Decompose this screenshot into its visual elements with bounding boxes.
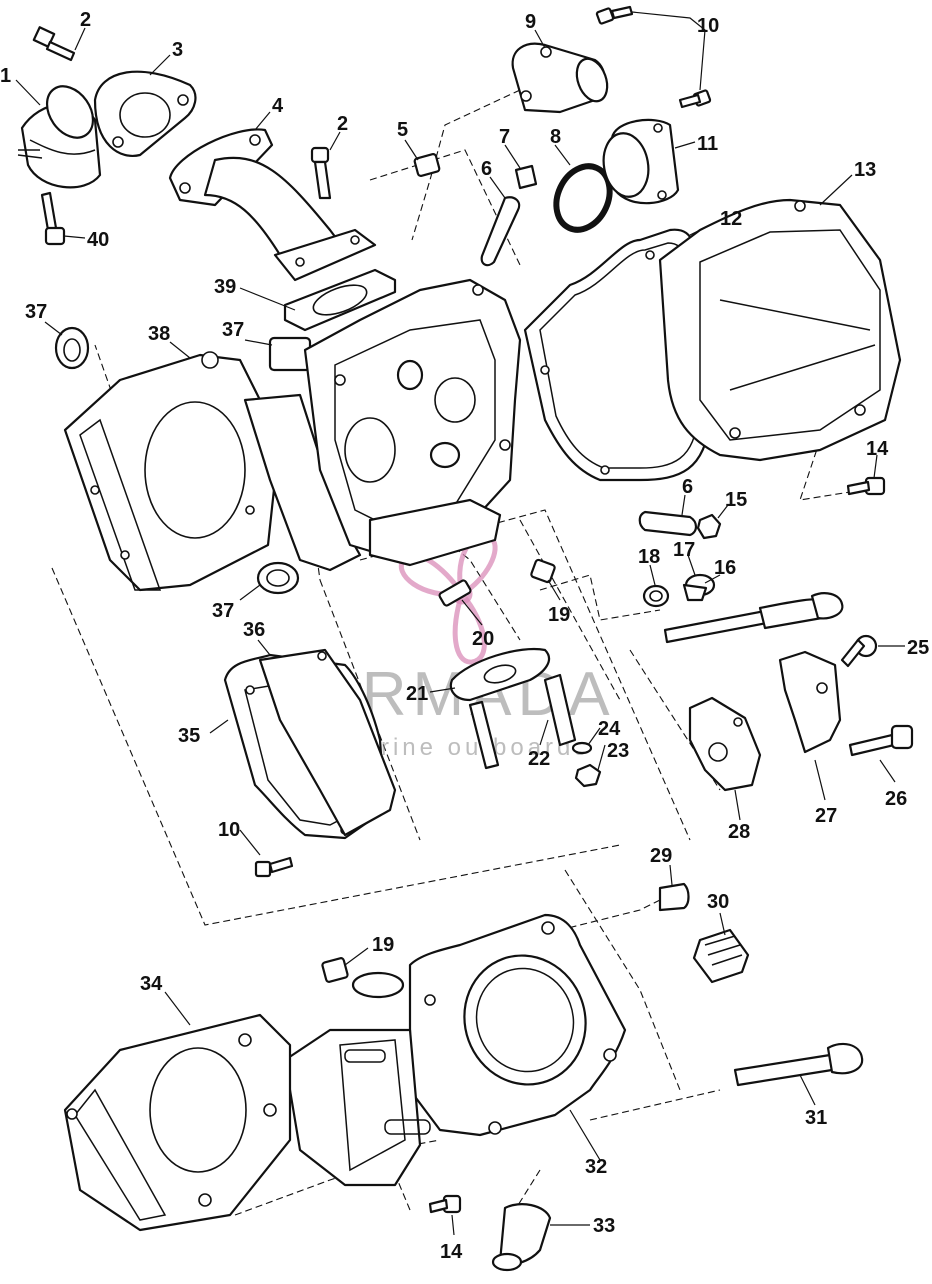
callout-39: 39 xyxy=(214,276,236,298)
callout-6-upper: 6 xyxy=(481,158,492,180)
callout-5: 5 xyxy=(397,119,408,141)
callout-27: 27 xyxy=(815,805,837,827)
part-33-elbow xyxy=(491,1203,552,1272)
leader-lines xyxy=(15,11,905,1236)
part-31-head-bolt xyxy=(733,1042,864,1087)
part-37-seal-a xyxy=(54,326,90,370)
callout-9: 9 xyxy=(525,11,536,33)
callout-18: 18 xyxy=(638,546,660,568)
part-30-fitting xyxy=(692,928,750,984)
callout-24: 24 xyxy=(598,718,621,740)
part-2-bolt-manifold xyxy=(310,146,332,200)
part-34-base-gasket xyxy=(63,1013,292,1232)
callout-37-mid: 37 xyxy=(222,319,244,341)
callout-10-lower: 10 xyxy=(218,819,240,841)
part-6-pin-upper xyxy=(480,196,521,267)
callout-31: 31 xyxy=(805,1107,827,1129)
part-17-plug xyxy=(682,573,716,602)
part-14-bolt-cover xyxy=(846,476,886,496)
callout-15: 15 xyxy=(725,489,747,511)
part-6-pin-lower xyxy=(638,510,698,537)
part-1-intake-boot-clamp xyxy=(17,85,102,189)
part-18-washer xyxy=(642,584,670,608)
callout-labels: 1 2 2 3 4 5 6 6 7 8 9 10 10 11 12 13 14 … xyxy=(0,9,929,1263)
part-38-head-gasket xyxy=(63,351,277,592)
part-10-bolt-lower xyxy=(254,856,294,878)
callout-32: 32 xyxy=(585,1156,607,1178)
part-40-bolt xyxy=(40,191,66,246)
callout-12: 12 xyxy=(720,208,742,230)
part-22-stud-b xyxy=(543,673,577,747)
callout-16: 16 xyxy=(714,557,736,579)
part-10-bolt-top xyxy=(595,5,634,25)
callout-2-manifold: 2 xyxy=(337,113,348,135)
callout-26: 26 xyxy=(885,788,907,810)
callout-13: 13 xyxy=(854,159,876,181)
callout-38: 38 xyxy=(148,323,170,345)
callout-1: 1 xyxy=(0,65,11,87)
callout-28: 28 xyxy=(728,821,750,843)
callout-37-lower: 37 xyxy=(212,600,234,622)
callout-35: 35 xyxy=(178,725,200,747)
callout-14-cover: 14 xyxy=(866,438,889,460)
callout-2-top: 2 xyxy=(80,9,91,31)
callout-17: 17 xyxy=(673,539,695,561)
callout-19-lower: 19 xyxy=(372,934,394,956)
part-21-gasket xyxy=(449,648,551,702)
part-39-manifold-gasket xyxy=(283,268,397,332)
callout-36: 36 xyxy=(243,619,265,641)
callout-19-upper: 19 xyxy=(548,604,570,626)
callout-14-bottom: 14 xyxy=(440,1241,463,1263)
part-23-nut xyxy=(574,763,602,788)
callout-21: 21 xyxy=(406,683,428,705)
part-20-fitting xyxy=(438,579,472,607)
callout-4: 4 xyxy=(272,95,284,117)
part-9-water-outlet xyxy=(511,42,609,114)
callout-3: 3 xyxy=(172,39,183,61)
part-32-cylinder xyxy=(283,913,627,1187)
part-11-housing xyxy=(602,118,680,205)
callout-37-left: 37 xyxy=(25,301,47,323)
cylinder-head-assembly xyxy=(243,278,522,572)
part-27-bracket xyxy=(778,650,842,754)
callout-40: 40 xyxy=(87,229,109,251)
part-14-bolt-bottom xyxy=(428,1194,462,1214)
callout-11: 11 xyxy=(697,133,718,155)
part-8-o-ring xyxy=(553,163,613,233)
part-37-seal-b xyxy=(268,336,312,372)
part-2-bolt-upper xyxy=(32,26,76,62)
part-36-side-cover xyxy=(258,648,397,837)
part-15-nut xyxy=(696,513,722,540)
part-16-head-bolt xyxy=(663,592,844,644)
callout-34: 34 xyxy=(140,973,163,995)
part-10-bolt-mid xyxy=(678,89,712,109)
part-22-stud-a xyxy=(468,700,500,770)
callout-33: 33 xyxy=(593,1215,615,1237)
callout-20: 20 xyxy=(472,628,494,650)
part-13-valve-cover xyxy=(658,198,902,462)
part-3-intake-flange xyxy=(93,70,197,157)
part-24-washer xyxy=(571,741,593,755)
part-26-bolt xyxy=(848,724,914,757)
part-37-seal-c xyxy=(256,561,300,595)
part-5-dowel-pin xyxy=(413,153,441,177)
part-29-cap xyxy=(658,882,690,912)
callout-25: 25 xyxy=(907,637,929,659)
callout-23: 23 xyxy=(607,740,629,762)
callout-8: 8 xyxy=(550,126,561,148)
callout-30: 30 xyxy=(707,891,729,913)
part-25-bolt xyxy=(840,634,878,668)
part-7-cap xyxy=(514,164,538,190)
callout-22: 22 xyxy=(528,748,550,770)
callout-7: 7 xyxy=(499,126,510,148)
callout-10-top: 10 xyxy=(697,15,719,37)
part-19-dowel-upper xyxy=(530,558,556,584)
part-19-dowel-lower xyxy=(321,957,349,983)
callout-6-lower: 6 xyxy=(682,476,693,498)
part-28-support xyxy=(688,696,762,792)
part-4-intake-manifold xyxy=(168,128,377,282)
callout-29: 29 xyxy=(650,845,672,867)
